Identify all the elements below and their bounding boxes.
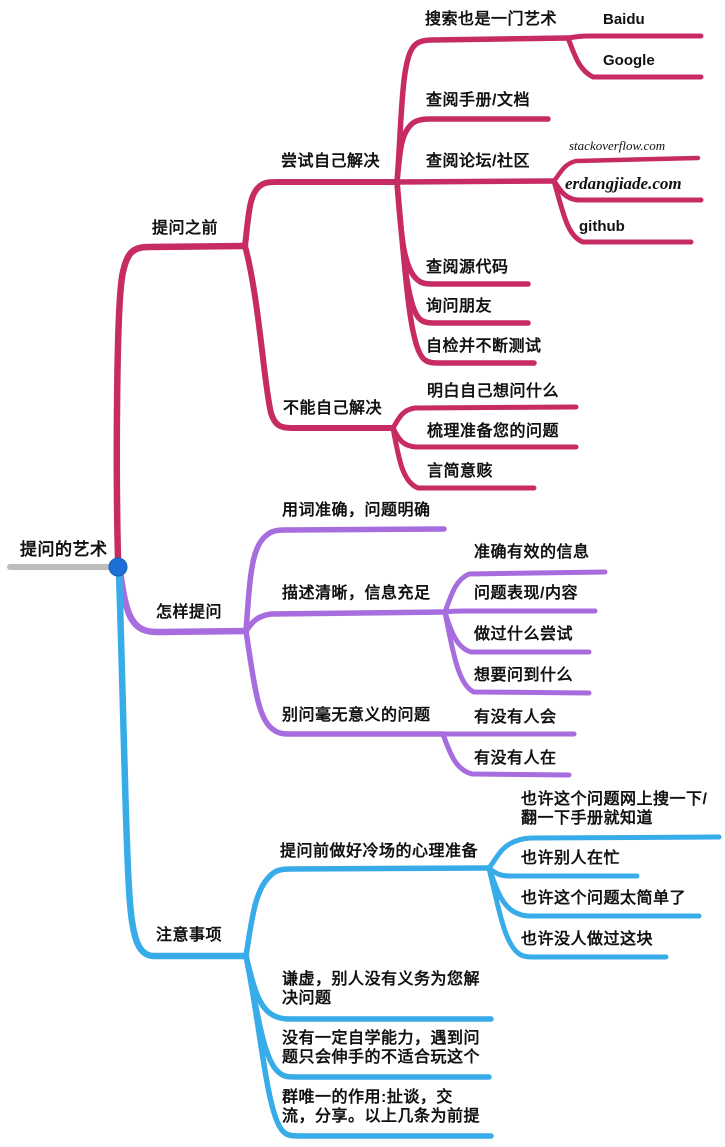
node-stackoverflow: stackoverflow.com: [569, 138, 666, 153]
node-clear-description: 描述清晰，信息充足: [282, 585, 431, 602]
edge-before-cannot-self: [242, 243, 396, 431]
node-maybe-simple: 也许这个问题太简单了: [521, 890, 687, 907]
node-notes: 注意事项: [156, 927, 223, 944]
node-group-purpose: 群唯一的作用:扯谈，交 流，分享。以上几条为前提: [282, 1089, 481, 1125]
node-erdangjiade: erdangjiade.com: [565, 174, 682, 193]
node-problem-content: 问题表现/内容: [474, 585, 578, 602]
edge-cold-maybe-busy: [486, 865, 640, 879]
edge-notes-group-purpose: [243, 953, 494, 1139]
edge-search-google: [565, 35, 704, 80]
node-cannot-self-solve: 不能自己解决: [283, 400, 383, 417]
edge-how-clear-desc: [243, 609, 448, 634]
node-self-check-test: 自检并不断测试: [426, 338, 542, 355]
edge-search-baidu: [565, 33, 704, 41]
edge-notes-cold-prep: [243, 865, 492, 959]
node-know-what-to-ask: 明白自己想问什么: [427, 383, 560, 400]
node-self-learning: 没有一定自学能力，遇到问 题只会伸手的不适合玩这个: [282, 1030, 481, 1066]
edge-try-forum: [394, 178, 557, 185]
edge-try-manual: [394, 116, 551, 185]
edge-forum-stackoverflow: [551, 155, 701, 184]
branch-before-edges: [113, 33, 704, 563]
node-read-forum: 查阅论坛/社区: [426, 153, 530, 170]
node-maybe-busy: 也许别人在忙: [521, 850, 621, 867]
node-anyone-there: 有没有人在: [474, 750, 557, 767]
node-maybe-search: 也许这个问题网上搜一下/ 翻一下手册就知道: [521, 791, 708, 827]
edge-before-try-self: [242, 179, 400, 249]
node-root: 提问的艺术: [20, 540, 108, 559]
edge-desc-valid-info: [442, 569, 608, 615]
edge-root-before: [113, 242, 249, 563]
edge-cold-maybe-simple: [486, 865, 702, 919]
node-how-to-ask: 怎样提问: [156, 604, 223, 621]
root-node-dot: [108, 557, 128, 577]
edge-meaningless-anyone-there: [440, 731, 572, 778]
node-read-manual: 查阅手册/文档: [426, 92, 530, 109]
node-be-concise: 言简意赅: [427, 463, 494, 480]
edge-desc-what-to-ask: [442, 609, 592, 696]
edge-cannot-concise: [390, 425, 537, 491]
edge-cold-maybe-search: [486, 834, 722, 871]
node-ask-friends: 询问朋友: [426, 298, 493, 315]
node-cold-prep: 提问前做好冷场的心理准备: [280, 843, 479, 860]
node-try-self-solve: 尝试自己解决: [281, 153, 381, 170]
node-organize-question: 梳理准备您的问题: [427, 423, 560, 440]
edge-how-accurate-words: [243, 526, 447, 634]
branch-how-edges: [116, 526, 608, 778]
node-anyone-know: 有没有人会: [474, 709, 557, 726]
edge-cannot-know-what: [390, 404, 579, 431]
edge-root-notes: [115, 569, 250, 960]
edge-try-self-test: [394, 179, 537, 366]
node-valid-info: 准确有效的信息: [474, 544, 590, 561]
node-read-source: 查阅源代码: [426, 259, 509, 276]
node-before-asking: 提问之前: [152, 220, 219, 237]
node-github: github: [579, 218, 625, 235]
edge-desc-problem-content: [442, 608, 598, 615]
node-search-is-art: 搜索也是一门艺术: [425, 11, 558, 28]
node-google: Google: [603, 52, 655, 69]
edge-root-how: [116, 568, 250, 636]
branch-notes-edges: [115, 569, 722, 1139]
edge-try-search-art: [394, 35, 571, 185]
edge-how-no-meaningless: [243, 628, 446, 737]
node-maybe-nobody: 也许没人做过这块: [521, 931, 654, 948]
node-what-tried: 做过什么尝试: [474, 626, 574, 643]
node-no-meaningless: 别问毫无意义的问题: [282, 707, 431, 724]
edge-cold-maybe-nobody: [486, 865, 669, 960]
edge-forum-github: [551, 178, 694, 245]
node-humble: 谦虚，别人没有义务为您解 决问题: [282, 971, 481, 1007]
node-accurate-words: 用词准确，问题明确: [282, 502, 431, 519]
node-baidu: Baidu: [603, 11, 645, 28]
node-what-to-ask: 想要问到什么: [474, 667, 574, 684]
